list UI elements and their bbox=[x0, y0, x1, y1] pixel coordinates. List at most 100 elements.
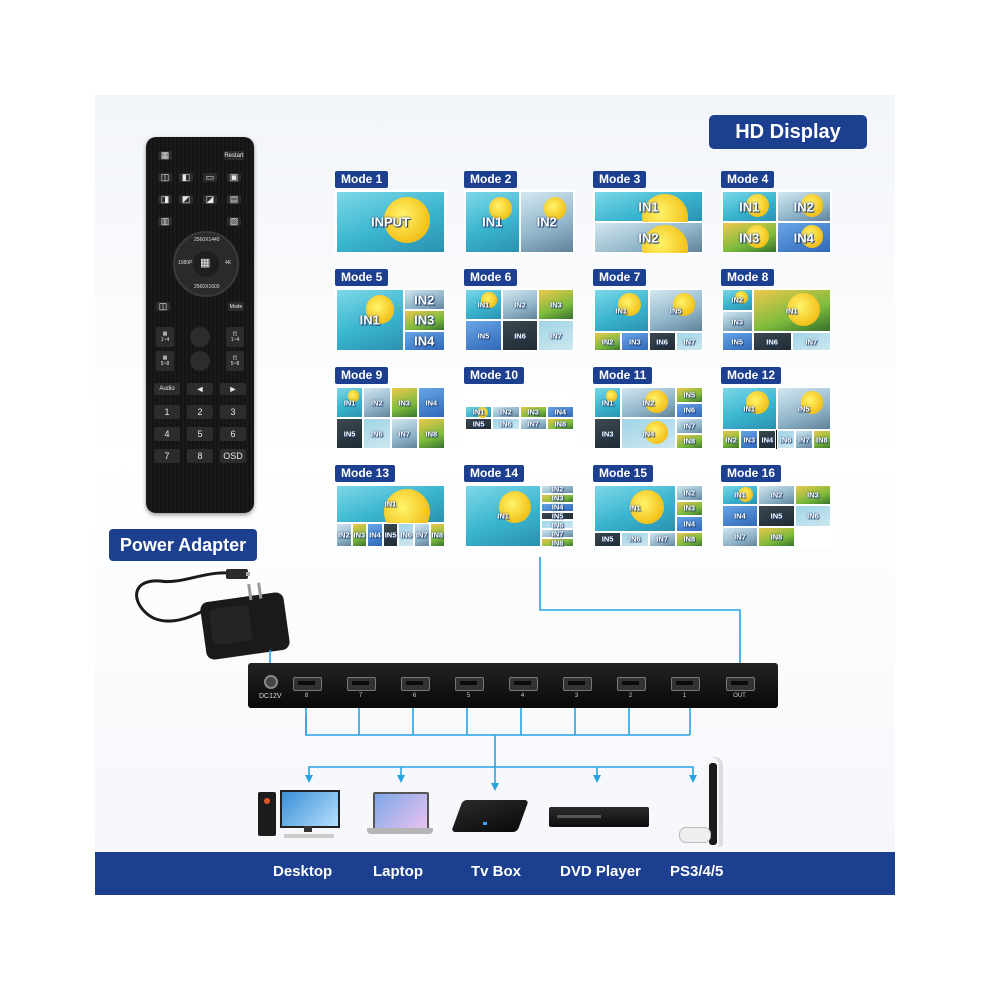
input-tile: IN7 bbox=[675, 332, 703, 351]
tile-label: IN3 bbox=[731, 317, 744, 327]
mode-button: Mode bbox=[228, 302, 244, 311]
tile-label: IN3 bbox=[807, 490, 819, 500]
input-tile: IN8 bbox=[546, 418, 574, 431]
tile-label: IN2 bbox=[642, 398, 655, 407]
pip-1-4-label: 1~4 bbox=[230, 337, 240, 343]
device-label: Desktop bbox=[273, 863, 333, 880]
device-label: Tv Box bbox=[471, 863, 522, 880]
input-tile: IN6 bbox=[502, 320, 539, 351]
tile-label: IN3 bbox=[550, 300, 562, 309]
quad-5-8-label: 5~8 bbox=[160, 361, 170, 367]
tile-label: IN7 bbox=[656, 534, 668, 544]
tile-label: IN1 bbox=[601, 398, 614, 407]
tile-label: IN1 bbox=[384, 499, 397, 509]
tile-label: IN6 bbox=[500, 419, 512, 429]
mode-label: Mode 7 bbox=[593, 269, 647, 286]
port-number: 2 bbox=[628, 693, 633, 699]
input-tile: IN4 bbox=[546, 405, 574, 418]
tile-label: IN4 bbox=[793, 230, 814, 245]
hdmi-port-6 bbox=[401, 677, 430, 691]
tile-label: IN7 bbox=[683, 421, 696, 431]
res-label-top: 2560X1440 bbox=[194, 237, 220, 243]
input-tile: IN2 bbox=[403, 289, 445, 311]
input-tile: IN6 bbox=[541, 520, 574, 530]
remote-control: ▦ Restart ◫ ◧ ▭ ▣ ◨ ◩ ◪ ▤ ▥ ▧ 2560X1440 … bbox=[146, 137, 254, 513]
input-tile: IN4 bbox=[403, 330, 445, 351]
tile-label: IN5 bbox=[669, 306, 682, 316]
tile-label: IN5 bbox=[770, 511, 783, 521]
pip-5-8-label: 5~8 bbox=[230, 361, 240, 367]
key-osd-button: OSD bbox=[220, 449, 246, 463]
layout-icon: ◧ bbox=[179, 172, 193, 182]
input-tile: IN1 bbox=[722, 485, 758, 506]
input-tile: IN5 bbox=[722, 332, 753, 351]
input-tile: IN7 bbox=[648, 531, 676, 547]
tile-label: IN7 bbox=[797, 435, 810, 445]
input-tile: IN1 bbox=[594, 191, 703, 222]
input-tile: IN8 bbox=[675, 433, 703, 449]
round-button bbox=[190, 351, 210, 371]
input-tile: IN3 bbox=[538, 289, 574, 320]
res-label-right: 4K bbox=[225, 260, 232, 266]
tile-label: IN5 bbox=[551, 511, 564, 521]
input-tile: IN6 bbox=[492, 418, 520, 431]
tile-label: IN2 bbox=[536, 214, 557, 230]
device-label: Laptop bbox=[373, 863, 423, 880]
input-tile: IN2 bbox=[492, 405, 520, 418]
tile-label: IN6 bbox=[629, 534, 641, 544]
mode-label: Mode 4 bbox=[721, 171, 775, 188]
input-tile: IN2 bbox=[541, 485, 574, 494]
tile-label: IN6 bbox=[514, 331, 526, 340]
input-tile: IN7 bbox=[390, 418, 418, 449]
input-tile: IN3 bbox=[675, 500, 703, 516]
tile-label: IN1 bbox=[785, 306, 798, 316]
pip-icon: ◰ bbox=[232, 355, 238, 361]
input-tile: IN5 bbox=[776, 387, 831, 431]
key-2-button: 2 bbox=[187, 405, 213, 419]
layout-icon: ◫ bbox=[158, 172, 172, 182]
tile-label: IN3 bbox=[398, 398, 410, 407]
right-arrow-button: ► bbox=[220, 383, 246, 395]
tile-label: IN4 bbox=[683, 519, 696, 529]
input-tile: IN1 bbox=[722, 191, 777, 222]
tile-label: IN2 bbox=[551, 485, 564, 494]
input-tile: IN6 bbox=[648, 332, 676, 351]
tile-label: IN5 bbox=[797, 404, 810, 414]
tile-label: IN1 bbox=[477, 300, 490, 309]
left-arrow-button: ◄ bbox=[187, 383, 213, 395]
tile-label: IN7 bbox=[415, 530, 428, 540]
mode-label: Mode 13 bbox=[335, 465, 396, 482]
input-tile: IN1 bbox=[465, 289, 503, 320]
tile-label: IN2 bbox=[683, 488, 696, 498]
tile-label: IN8 bbox=[816, 435, 828, 445]
pip-1-4-button: ◰1~4 bbox=[226, 327, 244, 347]
device-bus bbox=[308, 766, 694, 775]
input-tile: IN1 bbox=[594, 485, 676, 532]
input-tile: IN8 bbox=[757, 526, 796, 547]
tile-label: IN7 bbox=[805, 337, 818, 347]
input-tile: IN7 bbox=[722, 526, 758, 547]
input-tile: IN2 bbox=[722, 430, 741, 449]
tile-label: IN6 bbox=[400, 530, 412, 540]
tile-label: IN4 bbox=[554, 407, 567, 417]
tile-label: IN4 bbox=[642, 429, 655, 438]
quad-1-4-label: 1~4 bbox=[160, 337, 170, 343]
input-tile: IN6 bbox=[795, 505, 831, 527]
tile-label: IN7 bbox=[527, 419, 539, 429]
input-tile: IN6 bbox=[752, 332, 792, 351]
mode-label: Mode 5 bbox=[335, 269, 389, 286]
key-8-button: 8 bbox=[187, 449, 213, 463]
mode-label: Mode 10 bbox=[464, 367, 525, 384]
tile-label: IN1 bbox=[497, 511, 509, 521]
